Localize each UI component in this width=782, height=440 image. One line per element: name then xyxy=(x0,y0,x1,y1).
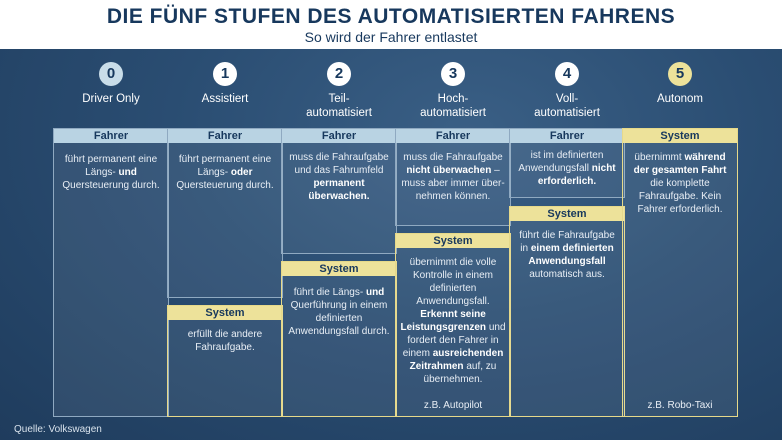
level-name: Hoch-automatisiert xyxy=(420,93,486,119)
system-text: übernimmt die volle Kontrolle in einem d… xyxy=(400,257,506,385)
system-label: System xyxy=(623,129,737,143)
level-4-fahrer-box: Fahrer ist im definierten Anwendungsfall… xyxy=(509,128,625,198)
level-5-heading: 5 Autonom xyxy=(622,62,738,106)
system-text: führt die Längs- und Querführung in eine… xyxy=(288,287,390,337)
fahrer-text: führt permanent eine Längs- oder Querste… xyxy=(176,154,274,191)
level-name: Driver Only xyxy=(82,93,140,105)
level-number: 3 xyxy=(441,62,465,86)
level-1-fahrer-box: Fahrer führt permanent eine Längs- oder … xyxy=(167,128,283,298)
level-2-system-box: System führt die Längs- und Querführung … xyxy=(281,261,397,417)
level-number: 2 xyxy=(327,62,351,86)
level-name: Assistiert xyxy=(201,93,249,105)
fahrer-text: muss die Fahraufgabe nicht überwachen – … xyxy=(401,152,505,202)
level-3-heading: 3 Hoch-automatisiert xyxy=(395,62,511,120)
page-title: DIE FÜNF STUFEN DES AUTOMATISIERTEN FAHR… xyxy=(106,5,676,28)
fahrer-label: Fahrer xyxy=(396,129,510,143)
fahrer-text: führt permanent eine Längs- und Quersteu… xyxy=(62,154,160,191)
level-number: 4 xyxy=(555,62,579,86)
system-label: System xyxy=(168,306,282,320)
fahrer-text: ist im definierten Anwendungsfall nicht … xyxy=(518,150,616,187)
level-3-fahrer-box: Fahrer muss die Fahraufgabe nicht überwa… xyxy=(395,128,511,226)
page-subtitle: So wird der Fahrer entlastet xyxy=(304,29,478,45)
source-credit: Quelle: Volkswagen xyxy=(14,424,102,435)
level-number: 1 xyxy=(213,62,237,86)
system-text: erfüllt die andere Fahraufgabe. xyxy=(187,329,263,353)
system-label: System xyxy=(510,207,624,221)
level-4-system-box: System führt die Fahraufgabe in einem de… xyxy=(509,206,625,417)
level-3-system-box: System übernimmt die volle Kontrolle in … xyxy=(395,233,511,417)
example-label: z.B. Robo-Taxi xyxy=(647,400,713,411)
level-4-heading: 4 Voll-automatisiert xyxy=(509,62,625,120)
fahrer-text: muss die Fahraufgabe und das Fahrumfeld … xyxy=(289,152,389,202)
fahrer-label: Fahrer xyxy=(54,129,168,143)
level-5-system-box: System übernimmt während der gesamten Fa… xyxy=(622,128,738,417)
example-label: z.B. Autopilot xyxy=(423,400,483,411)
level-2-heading: 2 Teil-automatisiert xyxy=(281,62,397,120)
fahrer-label: Fahrer xyxy=(510,129,624,143)
level-name: Autonom xyxy=(656,93,704,105)
system-label: System xyxy=(396,234,510,248)
system-text: übernimmt während der gesamten Fahrt die… xyxy=(633,152,727,215)
system-label: System xyxy=(282,262,396,276)
level-0-heading: 0 Driver Only xyxy=(53,62,169,106)
level-1-heading: 1 Assistiert xyxy=(167,62,283,106)
system-text: führt die Fahraufgabe in einem definiert… xyxy=(519,230,615,280)
level-2-fahrer-box: Fahrer muss die Fahraufgabe und das Fahr… xyxy=(281,128,397,254)
level-number: 5 xyxy=(668,62,692,86)
fahrer-label: Fahrer xyxy=(168,129,282,143)
level-name: Teil-automatisiert xyxy=(306,93,372,119)
level-number: 0 xyxy=(99,62,123,86)
header: DIE FÜNF STUFEN DES AUTOMATISIERTEN FAHR… xyxy=(0,0,782,49)
level-0-fahrer-box: Fahrer führt permanent eine Längs- und Q… xyxy=(53,128,169,417)
level-name: Voll-automatisiert xyxy=(534,93,600,119)
fahrer-label: Fahrer xyxy=(282,129,396,143)
level-1-system-box: System erfüllt die andere Fahraufgabe. xyxy=(167,305,283,417)
